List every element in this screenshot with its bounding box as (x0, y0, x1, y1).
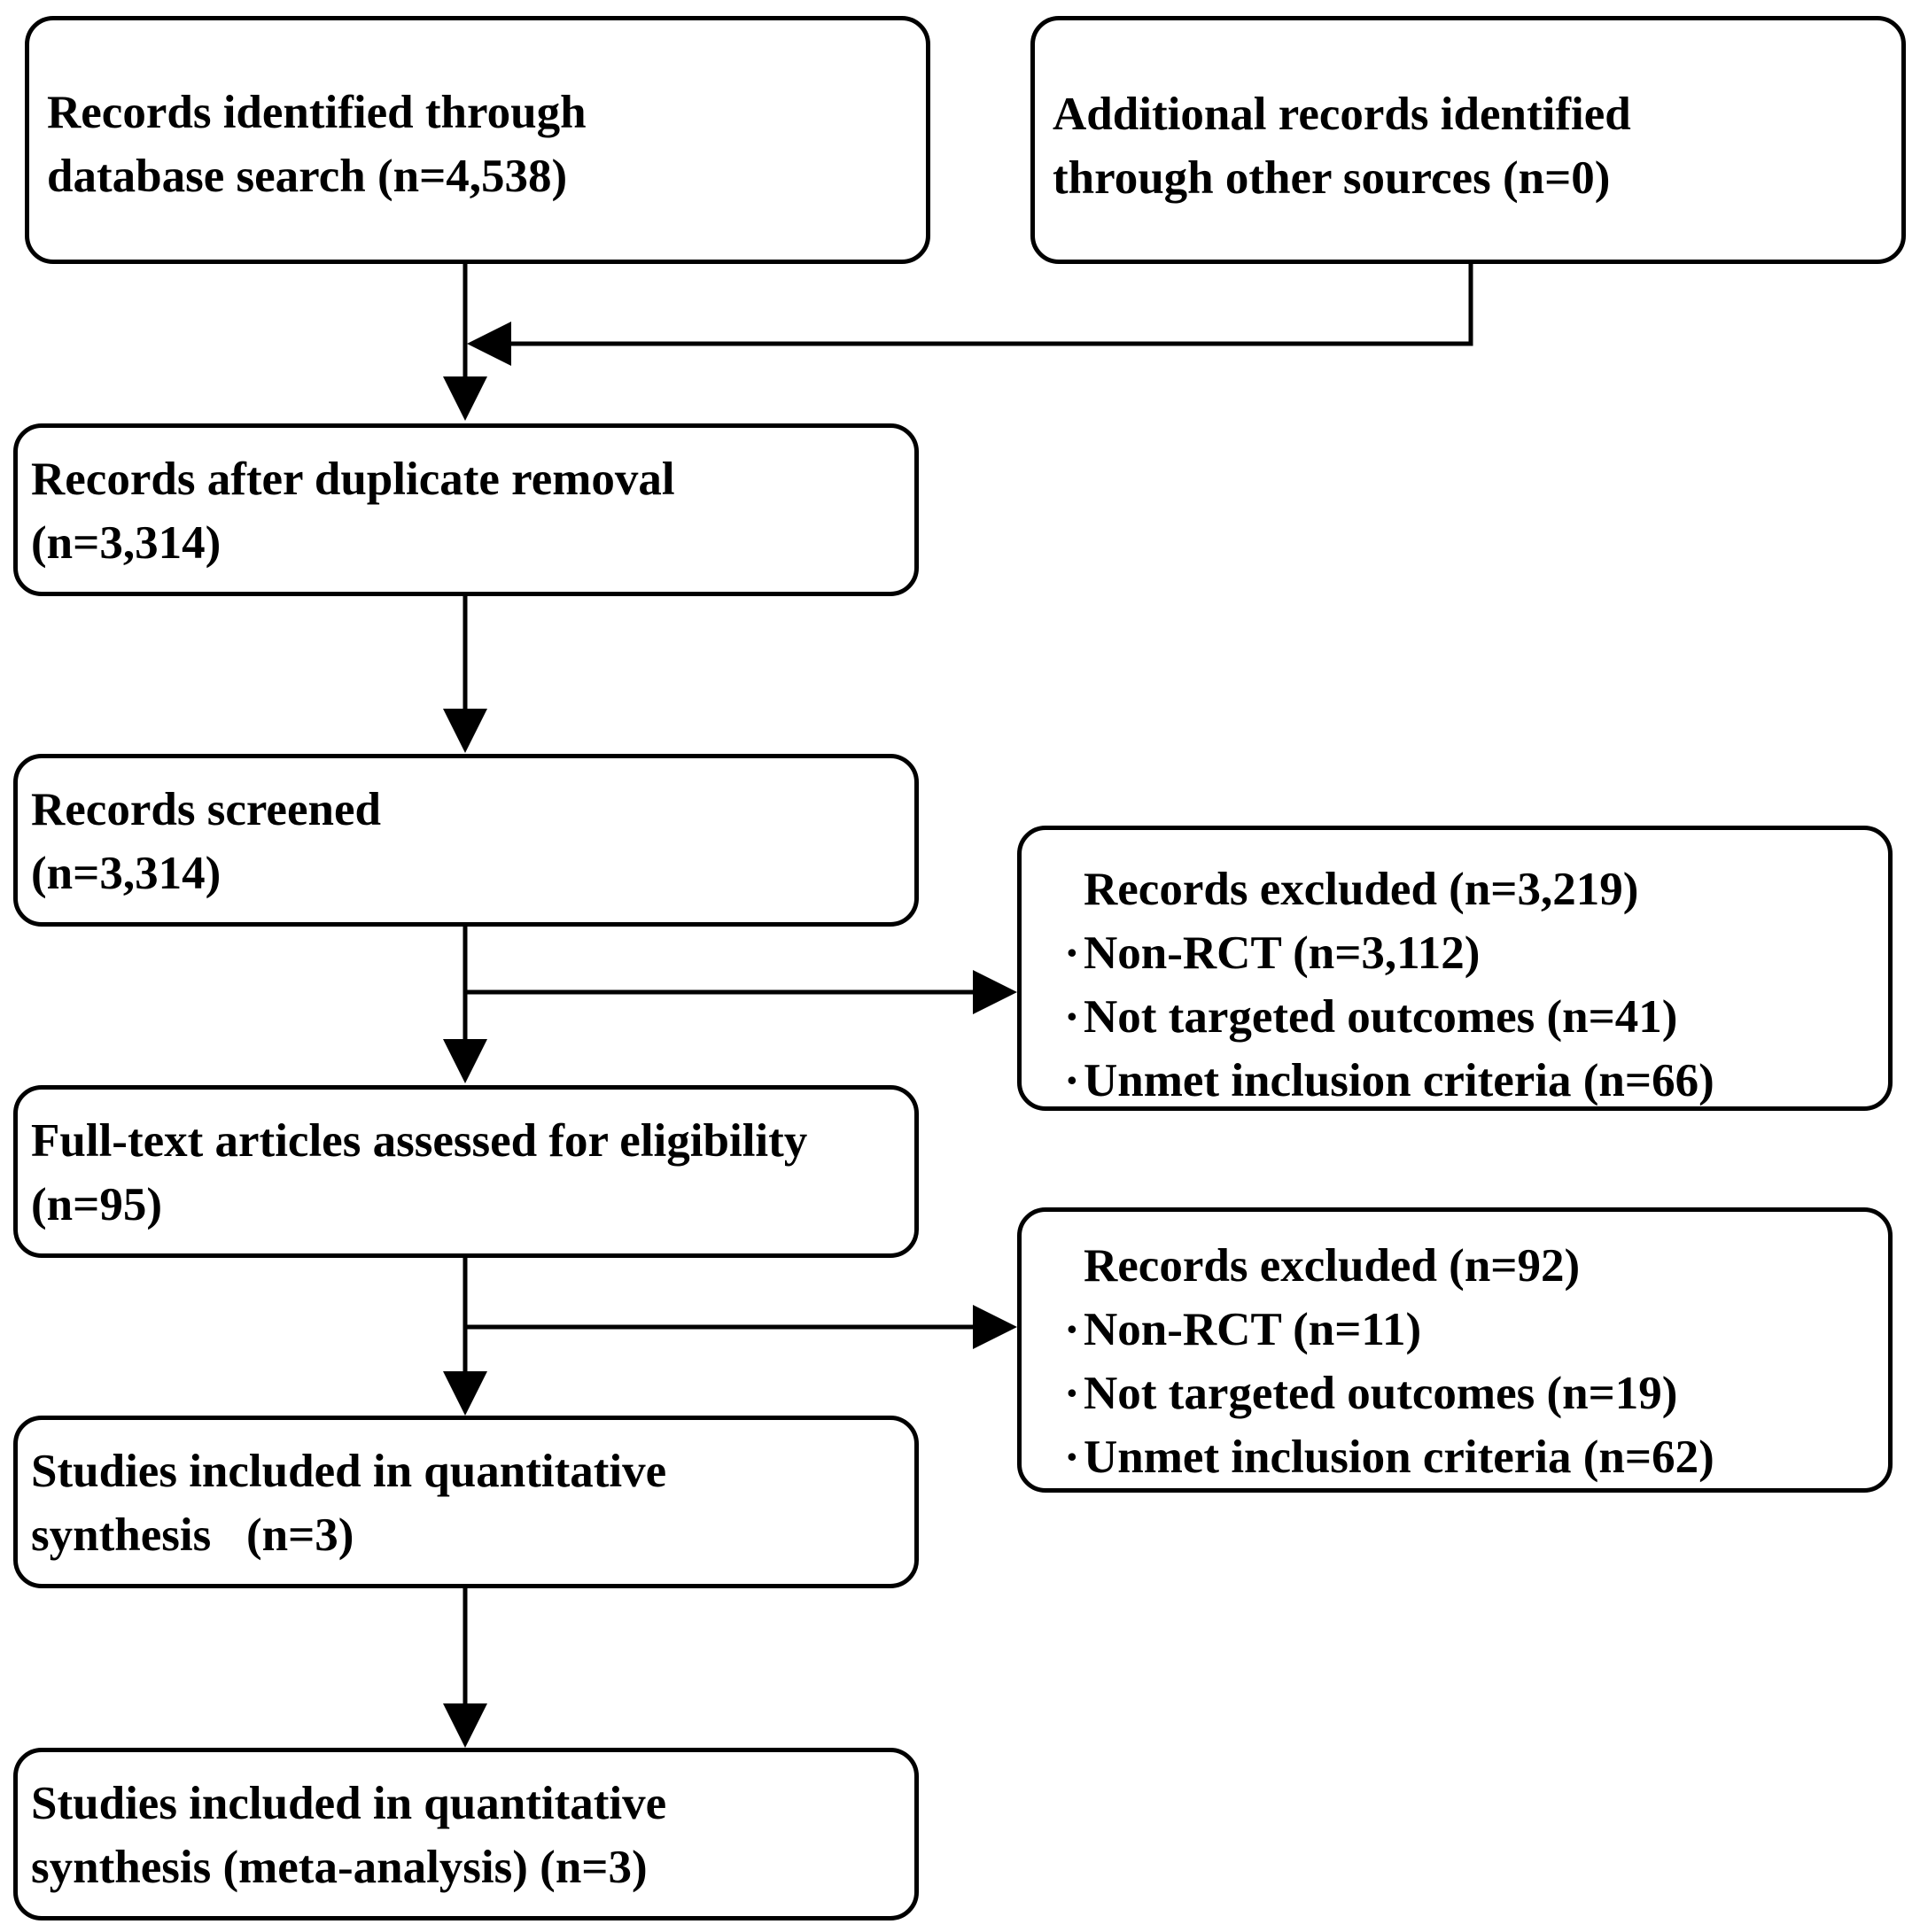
box-text-line: Studies included in quantitative (31, 1446, 667, 1497)
exclusion-item: Not targeted outcomes (n=19) (1064, 1362, 1888, 1425)
box-records-after-duplicates: Records after duplicate removal (n=3,314… (13, 423, 919, 596)
box-records-identified-database: Records identified through database sear… (25, 16, 930, 264)
box-records-excluded-screening: Records excluded (n=3,219) Non-RCT (n=3,… (1017, 826, 1893, 1111)
exclusion-item: Non-RCT (n=3,112) (1064, 921, 1888, 985)
box-title: Records excluded (n=3,219) (1084, 864, 1639, 915)
box-text-line: Records after duplicate removal (31, 454, 675, 505)
box-text-line: (n=95) (31, 1179, 162, 1230)
exclusion-item: Not targeted outcomes (n=41) (1064, 985, 1888, 1049)
box-records-identified-other: Additional records identified through ot… (1030, 16, 1906, 264)
box-text-line: database search (n=4,538) (47, 151, 568, 202)
arrow-other-to-main (467, 264, 1473, 366)
box-records-excluded-full-text: Records excluded (n=92) Non-RCT (n=11) N… (1017, 1207, 1893, 1493)
box-text-line: Records screened (31, 784, 381, 835)
box-studies-meta-analysis: Studies included in quantitative synthes… (13, 1748, 919, 1920)
box-text-line: (n=3,314) (31, 848, 222, 899)
exclusion-item: Unmet inclusion criteria (n=66) (1064, 1049, 1888, 1113)
box-text-line: through other sources (n=0) (1053, 152, 1611, 204)
box-text-line: Studies included in quantitative (31, 1778, 667, 1829)
box-title: Records excluded (n=92) (1084, 1240, 1581, 1292)
box-text-line: (n=3,314) (31, 517, 222, 569)
box-text-line: Full-text articles assessed for eligibil… (31, 1115, 808, 1167)
exclusion-item: Non-RCT (n=11) (1064, 1298, 1888, 1362)
box-studies-qualitative: Studies included in quantitative synthes… (13, 1416, 919, 1588)
box-text-line: synthesis (meta-analysis) (n=3) (31, 1842, 648, 1893)
box-text-line: Additional records identified (1053, 89, 1631, 140)
box-text-line: synthesis (n=3) (31, 1509, 354, 1561)
box-full-text-assessed: Full-text articles assessed for eligibil… (13, 1085, 919, 1258)
box-text-line: Records identified through (47, 87, 587, 138)
box-records-screened: Records screened (n=3,314) (13, 754, 919, 927)
exclusion-item: Unmet inclusion criteria (n=62) (1064, 1425, 1888, 1489)
